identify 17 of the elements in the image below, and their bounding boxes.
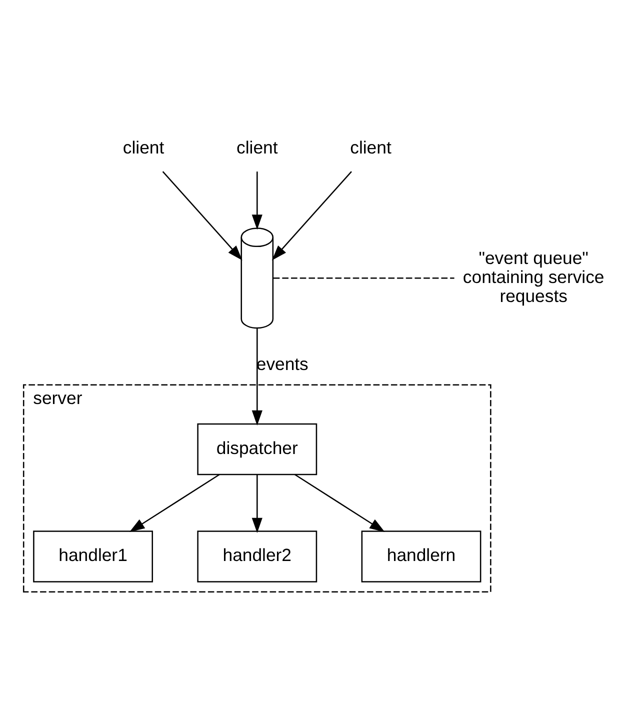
node-text: client [122, 136, 164, 157]
node-box: handler2 [197, 530, 318, 582]
arrow [252, 328, 262, 426]
node-box: handlern [361, 530, 482, 582]
arrow [129, 473, 220, 532]
node-box: handler1 [33, 530, 153, 582]
arrow [252, 171, 262, 230]
node-box: dispatcher [197, 422, 318, 475]
node-text: "event queue" containing service requests [462, 247, 604, 306]
arrow [272, 170, 352, 260]
connector [273, 277, 454, 278]
arrow [294, 473, 385, 532]
arrow [162, 170, 242, 260]
node-text: client [236, 136, 278, 157]
edge-label: events [256, 353, 308, 374]
node-text: client [350, 136, 392, 157]
arrow [252, 474, 262, 532]
